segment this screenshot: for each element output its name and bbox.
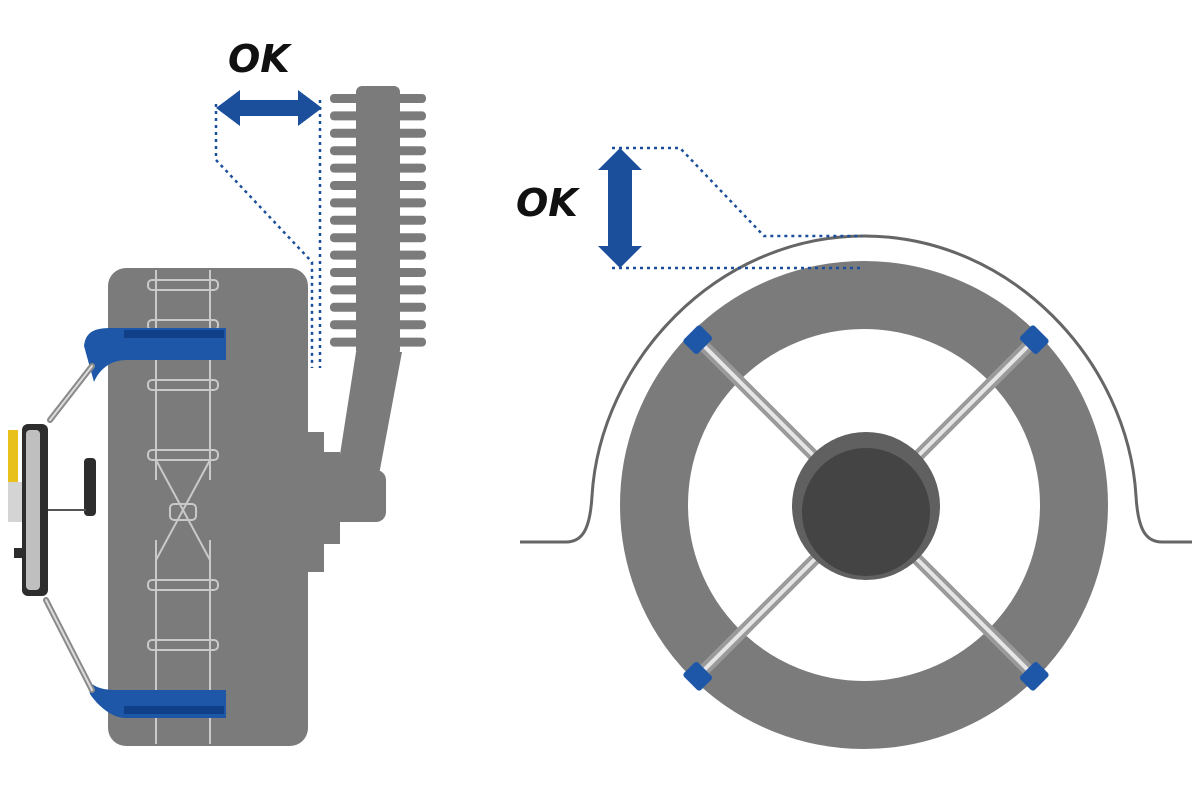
side-clearance-label: OK [228,37,292,81]
spring-coil [330,302,426,312]
chain-crosslink [147,449,219,461]
spring-coil [330,163,426,173]
tensioner-spokes [691,333,1041,683]
chain-crosslink [147,579,219,591]
lower-bracket [84,668,226,718]
spring-coil [330,128,426,138]
spring-coil [330,320,426,330]
spoke-upper-right [909,333,1041,465]
spring-coil [330,268,426,277]
spring-coil [330,94,426,103]
front-view: OK [516,146,1192,749]
spring-coil [330,233,426,243]
top-clearance-arrow [598,148,642,268]
spoke-lower-left [691,551,823,683]
tensioner-device [8,424,96,596]
chain-crosslink [147,379,219,391]
tire-front-ring [620,261,1108,749]
spring-coil [330,285,426,295]
tensioner-arms [43,363,95,693]
clip-upper-right [1019,325,1049,355]
coil-spring [330,94,426,347]
spring-coil [330,337,426,347]
spring-coil [330,215,426,225]
spring-coil [330,146,426,156]
ring-clips [683,325,1049,691]
chain-crosslink [147,639,219,651]
chain-cross [155,459,211,561]
top-clearance-label: OK [516,181,580,225]
fender-arch [520,234,1192,544]
clip-lower-left [683,661,713,691]
top-clearance-guides [612,146,862,270]
side-clearance-guides [214,100,322,368]
side-clearance-arrow [216,90,322,126]
hub-inner [802,448,930,576]
clip-upper-left [683,325,713,355]
spoke-lower-right [909,551,1041,683]
spoke-upper-left [691,333,823,465]
chain-crosslink [147,279,219,291]
tire-side-body [108,268,308,746]
spring-coil [330,198,426,208]
spring-coil [330,250,426,260]
side-view: OK [8,37,426,746]
clip-lower-right [1019,661,1049,691]
chain-center-link [169,503,197,521]
spring-coil [330,181,426,190]
upper-bracket [84,328,226,382]
spring-coil [330,111,426,121]
